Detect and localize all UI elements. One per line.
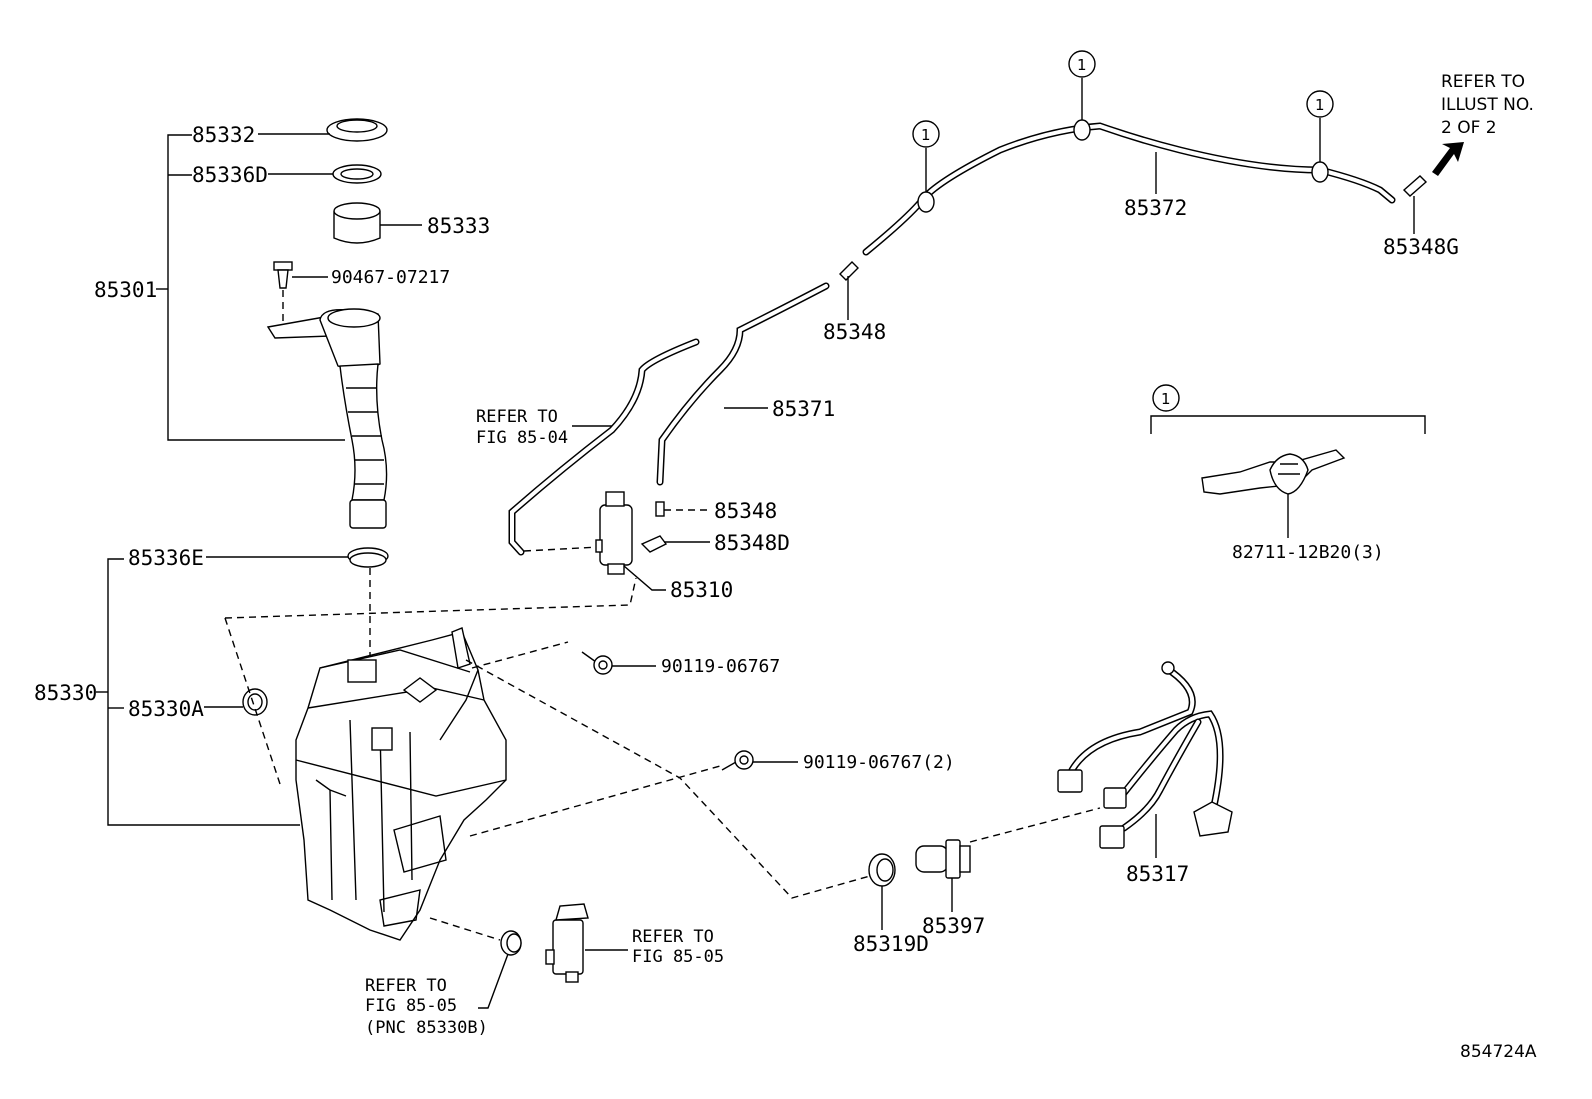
label-85348-upper: 85348 — [823, 320, 886, 344]
harness-85317 — [1057, 661, 1233, 849]
hose-clamp-82711 — [1201, 449, 1346, 495]
label-85333: 85333 — [427, 214, 490, 238]
ref-fig-85-04-line2: FIG 85-04 — [476, 428, 568, 448]
label-85330: 85330 — [34, 681, 97, 705]
hose-85372 — [862, 122, 1396, 256]
bolt-90119-b — [721, 750, 754, 771]
ref-fig-85-04-line1: REFER TO — [476, 407, 558, 427]
gasket-85336D — [332, 164, 382, 184]
bulb-85397 — [915, 839, 971, 879]
clamp-1-c — [1311, 161, 1329, 183]
ref-illust-line3: 2 OF 2 — [1441, 118, 1497, 138]
ref-fig-85-05-b-line1: REFER TO — [365, 976, 447, 996]
grommet-85336E — [347, 547, 389, 568]
clip-90467 — [273, 261, 293, 289]
label-85371: 85371 — [772, 397, 835, 421]
callout-1-b: 1 — [1068, 50, 1096, 78]
washer-tank-85330 — [295, 627, 507, 941]
svg-text:1: 1 — [1077, 56, 1087, 74]
illustration-id: 854724A — [1460, 1042, 1537, 1062]
label-85319D: 85319D — [853, 932, 929, 956]
clamp-1-a — [917, 191, 935, 213]
label-85348G: 85348G — [1383, 235, 1459, 259]
ref-fig-85-05-b-line3: (PNC 85330B) — [365, 1018, 488, 1038]
label-85348D: 85348D — [714, 531, 790, 555]
grommet-85330A — [242, 688, 268, 716]
label-85330A: 85330A — [128, 697, 204, 721]
label-85336D: 85336D — [192, 163, 268, 187]
label-90467-07217: 90467-07217 — [331, 267, 450, 288]
ref-fig-85-05-b-line2: FIG 85-05 — [365, 996, 457, 1016]
callout-1-detail: 1 — [1152, 384, 1180, 412]
filler-cap-85332 — [326, 118, 388, 142]
label-85348-lower: 85348 — [714, 499, 777, 523]
label-90119-06767-2: 90119-06767(2) — [803, 752, 955, 773]
label-85332: 85332 — [192, 123, 255, 147]
socket-85319D — [868, 853, 896, 887]
label-85317: 85317 — [1126, 862, 1189, 886]
joint-85348-lower — [655, 501, 665, 517]
ref-fig-85-05-a-line2: FIG 85-05 — [632, 947, 724, 967]
label-85310: 85310 — [670, 578, 733, 602]
ref-fig-85-05-a-line1: REFER TO — [632, 927, 714, 947]
label-85397: 85397 — [922, 914, 985, 938]
callout-1-a: 1 — [912, 120, 940, 148]
bolt-90119-a — [581, 651, 613, 675]
hose-fig85-04 — [508, 338, 700, 556]
hose-85371 — [656, 282, 830, 486]
bracket-85301 — [156, 134, 345, 441]
label-85372: 85372 — [1124, 196, 1187, 220]
joint-85348-upper — [839, 261, 859, 281]
callout-1-c: 1 — [1306, 90, 1334, 118]
washer-pump-85310 — [595, 491, 633, 575]
elbow-85348D — [640, 535, 668, 553]
svg-text:1: 1 — [1315, 96, 1325, 114]
strainer-85333 — [333, 202, 381, 244]
label-85301: 85301 — [94, 278, 157, 302]
ref-illust-line2: ILLUST NO. — [1441, 95, 1534, 115]
label-85336E: 85336E — [128, 546, 204, 570]
svg-text:1: 1 — [921, 126, 931, 144]
grommet-85330B — [500, 930, 522, 956]
joint-85348G — [1402, 175, 1428, 197]
label-90119-06767: 90119-06767 — [661, 656, 780, 677]
arrow-to-illust-2 — [1432, 142, 1464, 176]
svg-text:1: 1 — [1161, 390, 1171, 408]
bracket-85330 — [96, 558, 300, 826]
label-82711-12B20-3: 82711-12B20(3) — [1232, 542, 1384, 563]
level-sensor-fig85-05 — [545, 903, 589, 983]
filler-neck — [266, 308, 388, 529]
ref-illust-line1: REFER TO — [1441, 72, 1525, 92]
clamp-1-b — [1073, 119, 1091, 141]
